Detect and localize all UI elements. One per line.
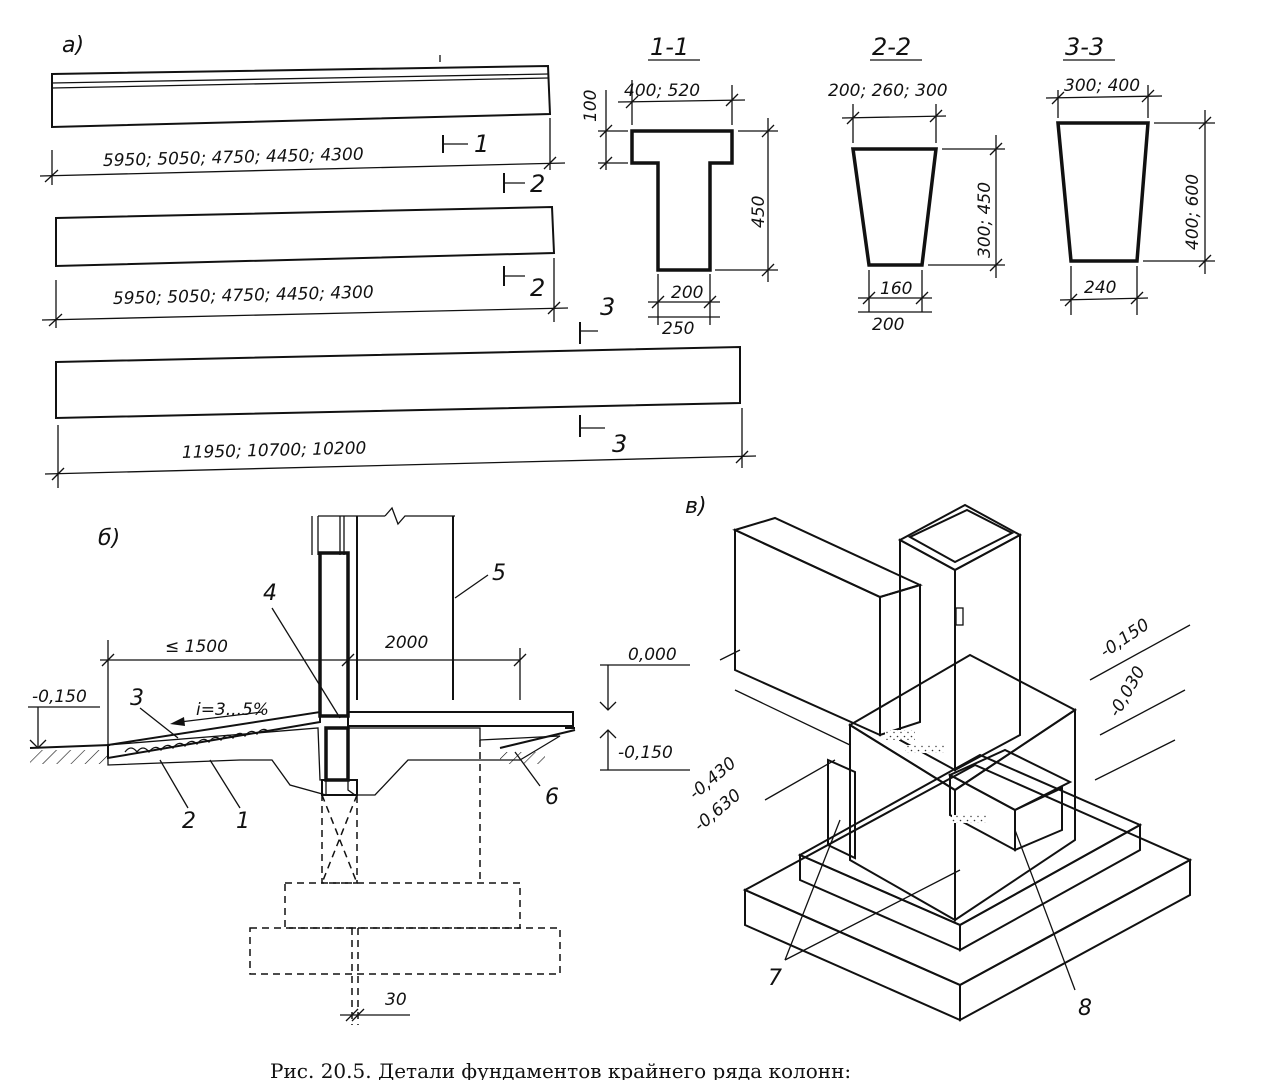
figure-caption: Рис. 20.5. Детали фундаментов крайнего р… (270, 1059, 851, 1080)
section-2-2: 2-2 200; 260; 300 300; 450 160 200 (828, 33, 1005, 335)
callout-3: 3 (130, 686, 144, 711)
level-left: -0,150 (32, 687, 87, 707)
dim-30: 30 (385, 990, 407, 1010)
part-v-label: в) (685, 494, 707, 519)
section-3-3-height: 400; 600 (1183, 174, 1203, 250)
beam-3-length: 11950; 10700; 10200 (182, 438, 367, 463)
beam-2: 2 2 5950; 5050; 4750; 4450; 4300 (41, 170, 569, 328)
section-1-1: 1-1 400; 520 100 450 200 250 (581, 33, 778, 339)
level-150: -0,150 (1097, 615, 1154, 662)
beam-1-length: 5950; 5050; 4750; 4450; 4300 (103, 145, 364, 171)
section-1-1-bottom-1: 200 (671, 283, 703, 303)
level-zero: 0,000 (628, 645, 677, 665)
part-b-label: б) (98, 526, 120, 551)
part-a-label: а) (62, 33, 84, 58)
detail-b: б) (28, 506, 690, 1025)
section-1-1-top-width: 400; 520 (624, 81, 700, 101)
section-3-3-bottom-1: 240 (1084, 278, 1116, 298)
dim-2000: 2000 (385, 633, 428, 653)
callout-7: 7 (768, 966, 782, 991)
callout-1: 1 (236, 809, 250, 834)
section-3-3-title: 3-3 (1065, 33, 1104, 61)
cut-2-marker-bottom: 2 (530, 274, 545, 302)
level-right: -0,150 (618, 743, 673, 763)
dim-1500: ≤ 1500 (165, 637, 228, 657)
callout-8: 8 (1078, 996, 1092, 1021)
section-2-2-top-width: 200; 260; 300 (828, 81, 948, 101)
callout-6: 6 (545, 785, 559, 810)
slope-label: i=3...5% (196, 700, 269, 720)
cut-3-marker-top: 3 (600, 293, 615, 321)
beam-1: 5950; 5050; 4750; 4450; 4300 1 (39, 55, 566, 185)
section-3-3-top-width: 300; 400 (1064, 76, 1140, 96)
cut-3-marker-bottom: 3 (612, 430, 627, 458)
callout-5: 5 (492, 561, 506, 586)
section-3-3: 3-3 300; 400 400; 600 240 (1045, 33, 1215, 315)
section-2-2-title: 2-2 (872, 33, 911, 61)
section-1-1-title: 1-1 (650, 33, 689, 61)
section-2-2-bottom-2: 200 (872, 315, 904, 335)
section-1-1-height: 450 (749, 196, 769, 228)
cut-2-marker-top: 2 (530, 170, 545, 198)
callout-2: 2 (182, 809, 196, 834)
beam-3: 3 3 11950; 10700; 10200 (44, 293, 757, 488)
section-1-1-bottom-2: 250 (662, 319, 694, 339)
detail-v: в) -0,150 -0 (685, 494, 1193, 1022)
section-1-1-flange: 100 (581, 90, 601, 122)
section-2-2-bottom-1: 160 (880, 279, 912, 299)
cut-1-marker: 1 (474, 130, 489, 158)
callout-4: 4 (263, 581, 277, 606)
beam-2-length: 5950; 5050; 4750; 4450; 4300 (113, 283, 374, 309)
section-2-2-height: 300; 450 (975, 182, 995, 258)
